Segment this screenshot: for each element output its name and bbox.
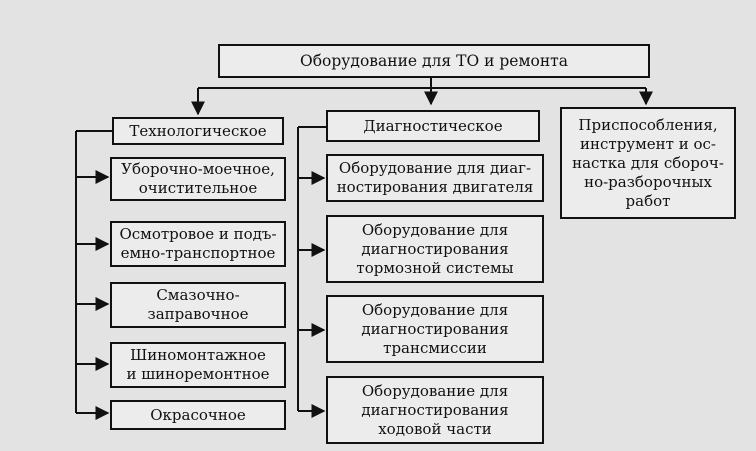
category-tools: Приспособления, инструмент и ос- настка … — [560, 107, 736, 219]
tech-item-washing: Уборочно-моечное, очистительное — [110, 157, 286, 201]
tech-item-painting: Окрасочное — [110, 400, 286, 430]
root-node: Оборудование для ТО и ремонта — [218, 44, 650, 78]
tech-item-lubrication: Смазочно- заправочное — [110, 282, 286, 328]
diag-item-engine: Оборудование для диаг- ностирования двиг… — [326, 154, 544, 202]
category-technological: Технологическое — [112, 117, 284, 145]
tech-item-tire: Шиномонтажное и шиноремонтное — [110, 342, 286, 388]
diag-item-transmission: Оборудование для диагностирования трансм… — [326, 295, 544, 363]
diag-item-chassis: Оборудование для диагностирования ходово… — [326, 376, 544, 444]
tech-item-lifting: Осмотровое и подъ- емно-транспортное — [110, 221, 286, 267]
category-diagnostic: Диагностическое — [326, 110, 540, 142]
diag-item-brakes: Оборудование для диагностирования тормоз… — [326, 215, 544, 283]
